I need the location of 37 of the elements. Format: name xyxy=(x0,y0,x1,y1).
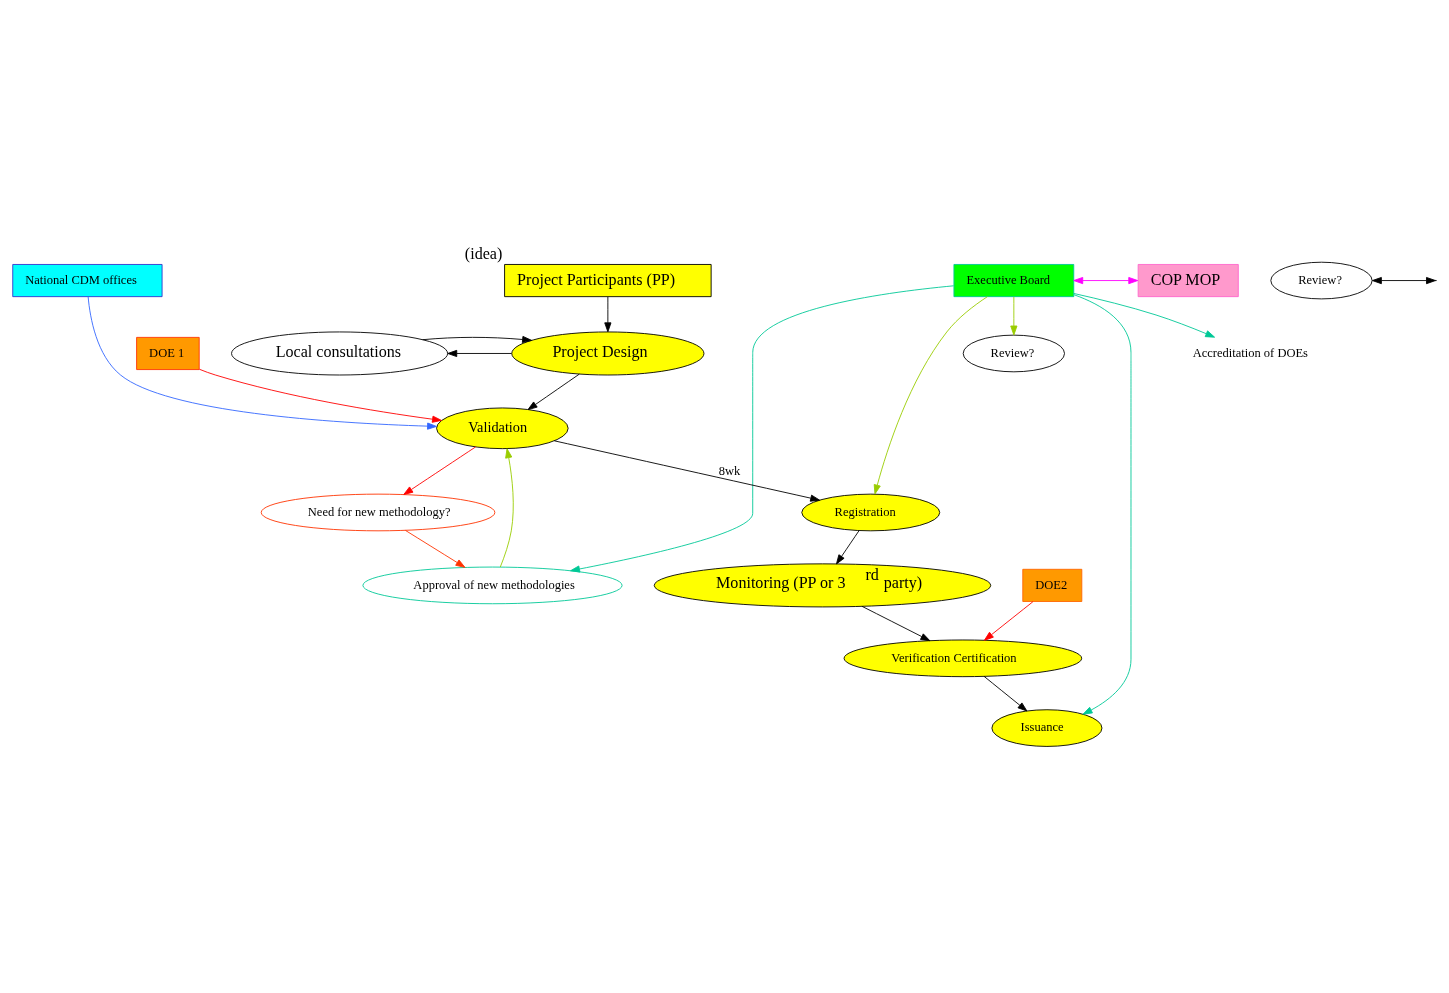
node-box: DOE2 xyxy=(1022,568,1083,602)
arrow xyxy=(527,373,580,411)
arrow xyxy=(422,335,532,344)
node-ellipse: Local consultations xyxy=(231,331,449,376)
arrow xyxy=(984,601,1034,641)
arrow xyxy=(1073,293,1216,338)
node-ellipse: Verification Certification xyxy=(843,639,1083,678)
arrow xyxy=(499,448,514,568)
node-box: Executive Board xyxy=(953,264,1075,298)
node-ellipse: Validation xyxy=(436,407,569,450)
arrow xyxy=(403,446,477,495)
arrow xyxy=(447,349,512,358)
arrow xyxy=(570,285,955,573)
arrow xyxy=(873,296,988,495)
arrow xyxy=(1073,294,1132,715)
node-ellipse: Review? xyxy=(962,334,1065,373)
node-ellipse: Need for new methodology? xyxy=(260,493,496,532)
node-box: Project Participants (PP) xyxy=(504,264,712,298)
node-text: Accreditation of DOEs xyxy=(1192,345,1308,360)
node-box: DOE 1 xyxy=(136,336,200,370)
arrow xyxy=(87,296,437,430)
node-ellipse: Project Design xyxy=(511,331,705,376)
arrow xyxy=(1010,296,1018,336)
edge-label: 8wk xyxy=(718,463,741,478)
arrow xyxy=(836,530,860,565)
arrow xyxy=(983,675,1028,712)
node-box: COP MOP xyxy=(1137,264,1239,298)
node-label: (idea) xyxy=(464,245,503,263)
node-ellipse: Review? xyxy=(1270,261,1373,300)
node-ellipse: Issuance xyxy=(991,709,1103,747)
arrow xyxy=(198,368,442,423)
arrow xyxy=(553,440,821,502)
arrow xyxy=(405,529,466,568)
node-box: National CDM offices xyxy=(12,264,163,298)
arrow xyxy=(861,605,931,642)
arrow xyxy=(604,296,612,333)
arrow xyxy=(1073,277,1139,285)
